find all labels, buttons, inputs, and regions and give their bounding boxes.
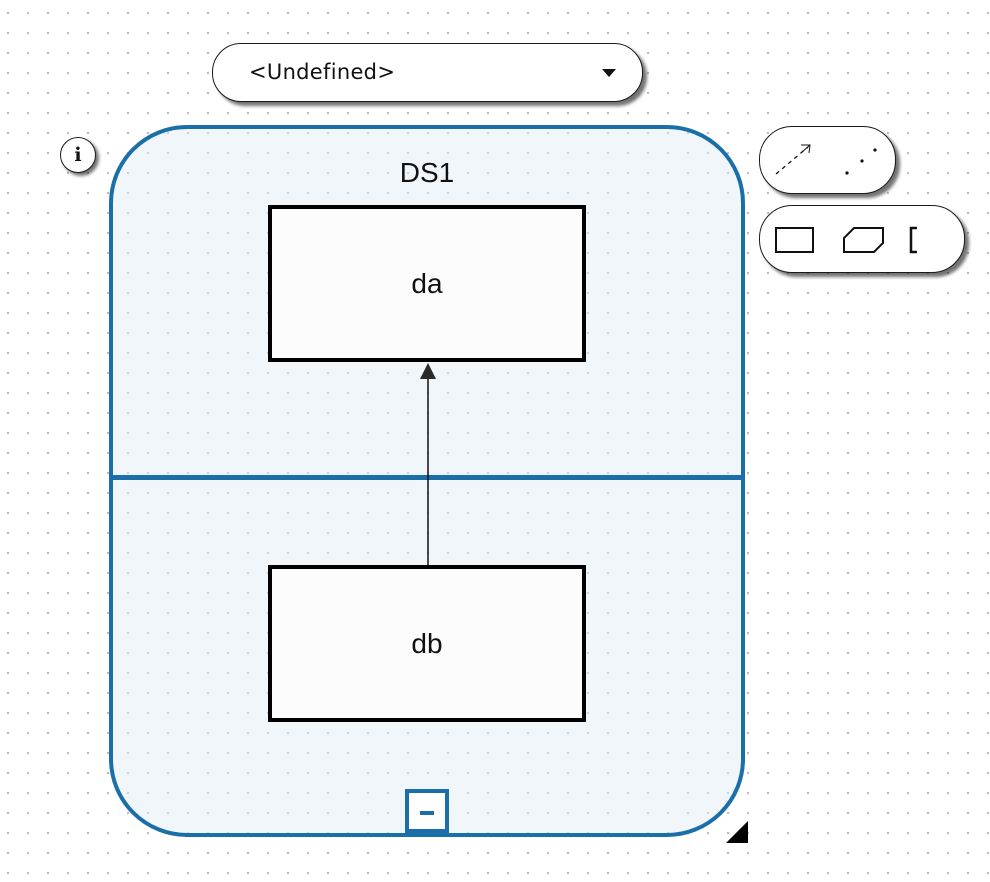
arrowhead-icon	[420, 363, 436, 379]
minus-icon	[420, 811, 434, 815]
chamfered-rectangle-icon[interactable]	[842, 226, 886, 254]
info-button[interactable]: i	[60, 137, 96, 173]
info-icon: i	[74, 144, 82, 166]
block-label: db	[411, 627, 443, 659]
rectangle-icon[interactable]	[774, 226, 816, 254]
resize-corner-icon[interactable]	[724, 821, 750, 845]
container-divider	[113, 475, 741, 480]
block-db[interactable]: db	[268, 565, 586, 722]
block-da[interactable]: da	[268, 205, 586, 362]
container-title: DS1	[399, 157, 455, 188]
dropdown-value: <Undefined>	[249, 60, 396, 84]
dotted-line-icon[interactable]	[840, 139, 880, 179]
block-label: da	[411, 267, 443, 299]
shape-toolbar	[759, 205, 965, 273]
collapse-button[interactable]	[405, 789, 449, 833]
caret-down-icon[interactable]	[602, 69, 616, 77]
dashed-arrow-icon[interactable]	[772, 139, 818, 179]
connector-toolbar	[759, 126, 896, 194]
bracket-icon[interactable]	[906, 226, 926, 254]
type-dropdown[interactable]: <Undefined>	[212, 43, 643, 102]
